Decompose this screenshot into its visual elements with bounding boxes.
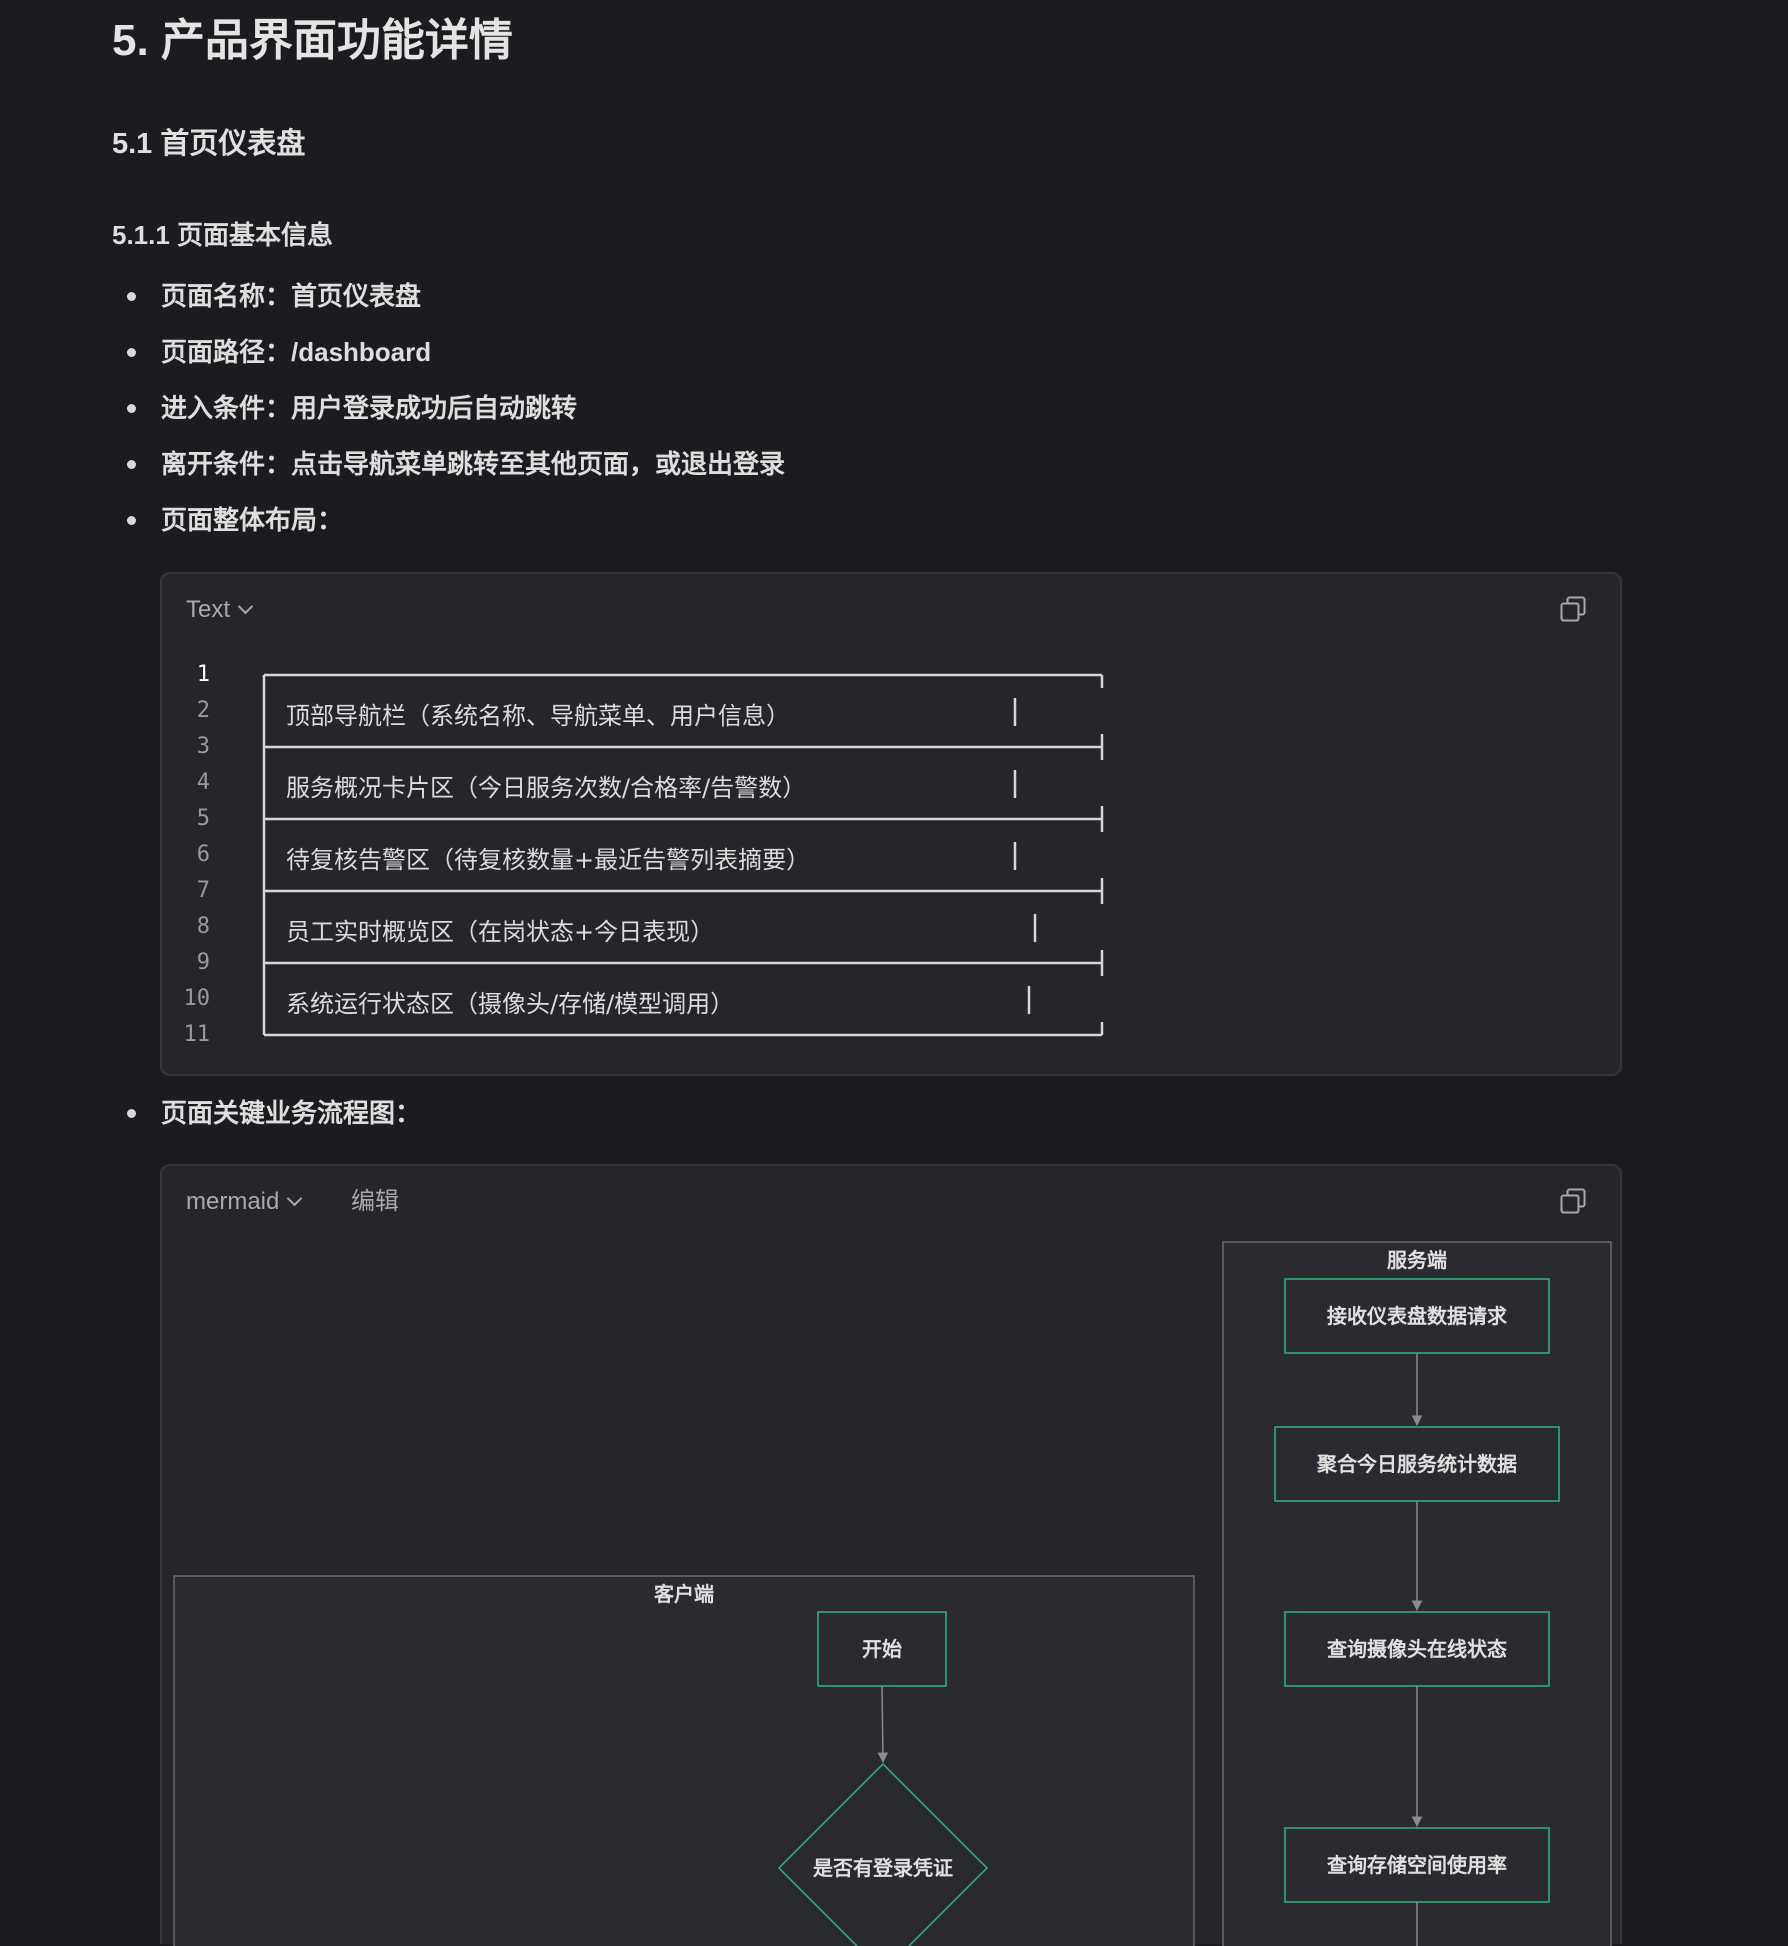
list-item: 页面关键业务流程图：: [112, 1092, 421, 1134]
line-number: 8: [196, 914, 210, 939]
flow-node: 聚合今日服务统计数据: [1274, 1426, 1560, 1502]
sub-subsection-title: 5.1.1 页面基本信息: [112, 220, 334, 250]
subsection-title: 5.1 首页仪表盘: [112, 128, 306, 160]
line-number: 3: [196, 734, 210, 759]
layout-row-staff-overview: 员工实时概览区（在岗状态+今日表现）: [286, 918, 715, 946]
flowchart-diagram: 服务端 客户端 接收仪表盘数据请求 聚合今日服务统计数据 查询摄像头在线状态 查…: [173, 1241, 1612, 1946]
bullet-icon: [127, 460, 136, 469]
line-number: 1: [196, 662, 210, 687]
text-code-block: Text 1 2 3 4 5 6 7 8 9 10 11: [160, 572, 1622, 1076]
svg-text:是否有登录凭证: 是否有登录凭证: [812, 1856, 953, 1880]
flow-node: 查询存储空间使用率: [1284, 1827, 1550, 1903]
list-item: 进入条件：用户登录成功后自动跳转: [112, 387, 785, 443]
list-item: 页面名称：首页仪表盘: [112, 275, 785, 331]
client-cluster: 客户端: [173, 1575, 1195, 1946]
svg-text:接收仪表盘数据请求: 接收仪表盘数据请求: [1327, 1304, 1508, 1328]
edit-button[interactable]: 编辑: [351, 1188, 400, 1215]
code-block-header: Text: [186, 590, 254, 630]
bullet-icon: [127, 1109, 136, 1118]
svg-text:聚合今日服务统计数据: 聚合今日服务统计数据: [1316, 1452, 1517, 1476]
section-title: 5. 产品界面功能详情: [112, 16, 513, 65]
line-number: 6: [196, 842, 210, 867]
line-number: 4: [196, 770, 210, 795]
flow-edge: [877, 1685, 889, 1764]
bullet-icon: [127, 292, 136, 301]
layout-row-pending-alerts: 待复核告警区（待复核数量+最近告警列表摘要）: [286, 846, 811, 874]
list-item: 页面路径：/dashboard: [112, 331, 785, 387]
line-number: 9: [196, 950, 210, 975]
list-item: 页面整体布局：: [112, 499, 785, 555]
copy-icon[interactable]: [1560, 596, 1586, 622]
line-number: 10: [183, 986, 211, 1011]
language-selector[interactable]: Text: [186, 590, 254, 630]
layout-row-top-nav: 顶部导航栏（系统名称、导航菜单、用户信息）: [286, 702, 790, 730]
client-cluster-title: 客户端: [653, 1582, 714, 1606]
page-info-list: 页面名称：首页仪表盘 页面路径：/dashboard 进入条件：用户登录成功后自…: [112, 275, 785, 555]
svg-text:查询存储空间使用率: 查询存储空间使用率: [1327, 1853, 1507, 1877]
language-selector[interactable]: mermaid: [186, 1182, 303, 1222]
svg-text:开始: 开始: [862, 1637, 902, 1661]
line-number: 7: [196, 878, 210, 903]
bullet-icon: [127, 348, 136, 357]
line-number: 2: [196, 698, 210, 723]
layout-ascii-frame: [262, 673, 1104, 1037]
mermaid-code-block: mermaid 编辑 服务端 客户端 接收仪表盘数据请求 聚: [160, 1164, 1622, 1946]
line-number: 11: [183, 1022, 211, 1047]
flow-node: 查询摄像头在线状态: [1284, 1611, 1550, 1687]
list-item: 离开条件：点击导航菜单跳转至其他页面，或退出登录: [112, 443, 785, 499]
bullet-icon: [127, 404, 136, 413]
copy-icon[interactable]: [1560, 1188, 1586, 1214]
layout-row-service-cards: 服务概况卡片区（今日服务次数/合格率/告警数）: [286, 774, 807, 802]
layout-row-system-status: 系统运行状态区（摄像头/存储/模型调用）: [286, 990, 735, 1018]
server-cluster-title: 服务端: [1387, 1248, 1447, 1272]
bullet-icon: [127, 516, 136, 525]
decision-node: 是否有登录凭证: [777, 1762, 989, 1946]
line-number: 5: [196, 806, 210, 831]
code-block-header: mermaid 编辑: [186, 1182, 399, 1222]
svg-text:查询摄像头在线状态: 查询摄像头在线状态: [1327, 1637, 1507, 1661]
